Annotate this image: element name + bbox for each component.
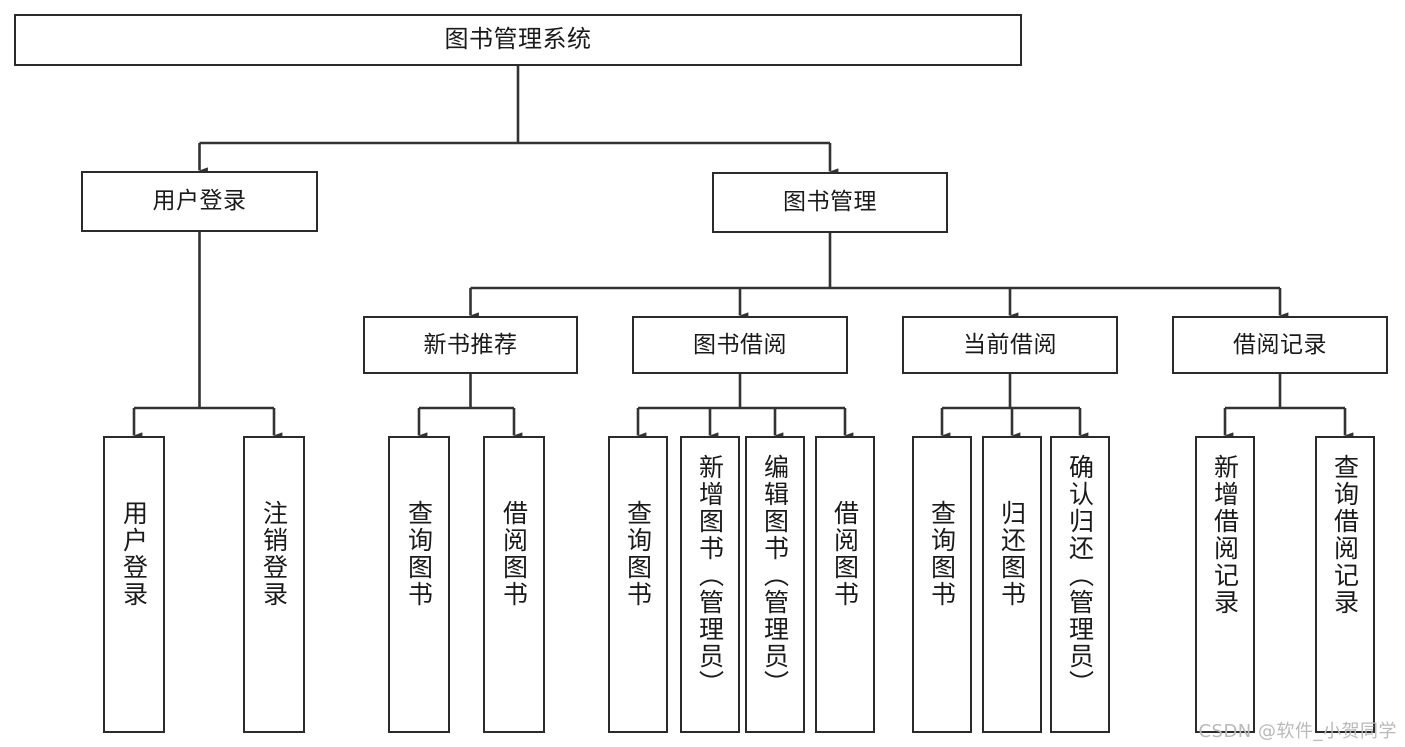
node-label-new-book-rec: 新书推荐 — [423, 331, 518, 358]
node-root[interactable]: 图书管理系统 — [14, 14, 1022, 66]
node-label-leaf-confirm-return: 确认归还（管理员） — [1065, 454, 1095, 697]
node-label-leaf-user-login: 用户登录 — [119, 500, 149, 608]
node-label-borrow-record: 借阅记录 — [1233, 331, 1327, 358]
node-label-root: 图书管理系统 — [444, 25, 592, 54]
node-leaf-return-book[interactable]: 归还图书 — [982, 436, 1042, 733]
node-leaf-borrow-book-2[interactable]: 借阅图书 — [815, 436, 875, 733]
node-leaf-edit-book[interactable]: 编辑图书（管理员） — [745, 436, 805, 733]
node-label-leaf-query-book-2: 查询图书 — [623, 500, 653, 608]
node-label-leaf-logout: 注销登录 — [259, 500, 289, 608]
node-leaf-query-book-1[interactable]: 查询图书 — [388, 436, 450, 733]
node-label-leaf-return-book: 归还图书 — [997, 500, 1027, 608]
node-leaf-confirm-return[interactable]: 确认归还（管理员） — [1050, 436, 1110, 733]
node-borrow-record[interactable]: 借阅记录 — [1172, 316, 1388, 374]
node-leaf-borrow-book-1[interactable]: 借阅图书 — [483, 436, 545, 733]
node-new-book-rec[interactable]: 新书推荐 — [363, 316, 578, 374]
node-leaf-logout[interactable]: 注销登录 — [243, 436, 305, 733]
node-label-leaf-query-book-1: 查询图书 — [404, 500, 434, 608]
node-leaf-query-record[interactable]: 查询借阅记录 — [1315, 436, 1375, 733]
csdn-watermark: CSDN @软件_小贺同学 — [1198, 721, 1397, 742]
node-label-leaf-query-book-3: 查询图书 — [927, 500, 957, 608]
node-label-leaf-add-record: 新增借阅记录 — [1210, 454, 1240, 616]
node-current-borrow[interactable]: 当前借阅 — [902, 316, 1118, 374]
node-leaf-user-login[interactable]: 用户登录 — [103, 436, 165, 733]
node-book-manage[interactable]: 图书管理 — [712, 172, 948, 233]
node-leaf-query-book-2[interactable]: 查询图书 — [608, 436, 668, 733]
node-leaf-add-record[interactable]: 新增借阅记录 — [1195, 436, 1255, 733]
node-book-borrow[interactable]: 图书借阅 — [632, 316, 848, 374]
node-leaf-query-book-3[interactable]: 查询图书 — [912, 436, 972, 733]
node-leaf-add-book[interactable]: 新增图书（管理员） — [680, 436, 740, 733]
node-user-login[interactable]: 用户登录 — [81, 171, 318, 232]
node-label-leaf-query-record: 查询借阅记录 — [1330, 454, 1360, 616]
node-label-book-borrow: 图书借阅 — [693, 331, 787, 358]
node-label-book-manage: 图书管理 — [783, 189, 877, 216]
connector-lines — [132, 66, 1354, 439]
node-label-current-borrow: 当前借阅 — [963, 331, 1057, 358]
node-label-user-login: 用户登录 — [152, 188, 247, 215]
node-label-leaf-edit-book: 编辑图书（管理员） — [760, 454, 790, 697]
node-label-leaf-borrow-book-2: 借阅图书 — [830, 500, 860, 608]
node-label-leaf-add-book: 新增图书（管理员） — [695, 454, 725, 697]
node-label-leaf-borrow-book-1: 借阅图书 — [499, 500, 529, 608]
